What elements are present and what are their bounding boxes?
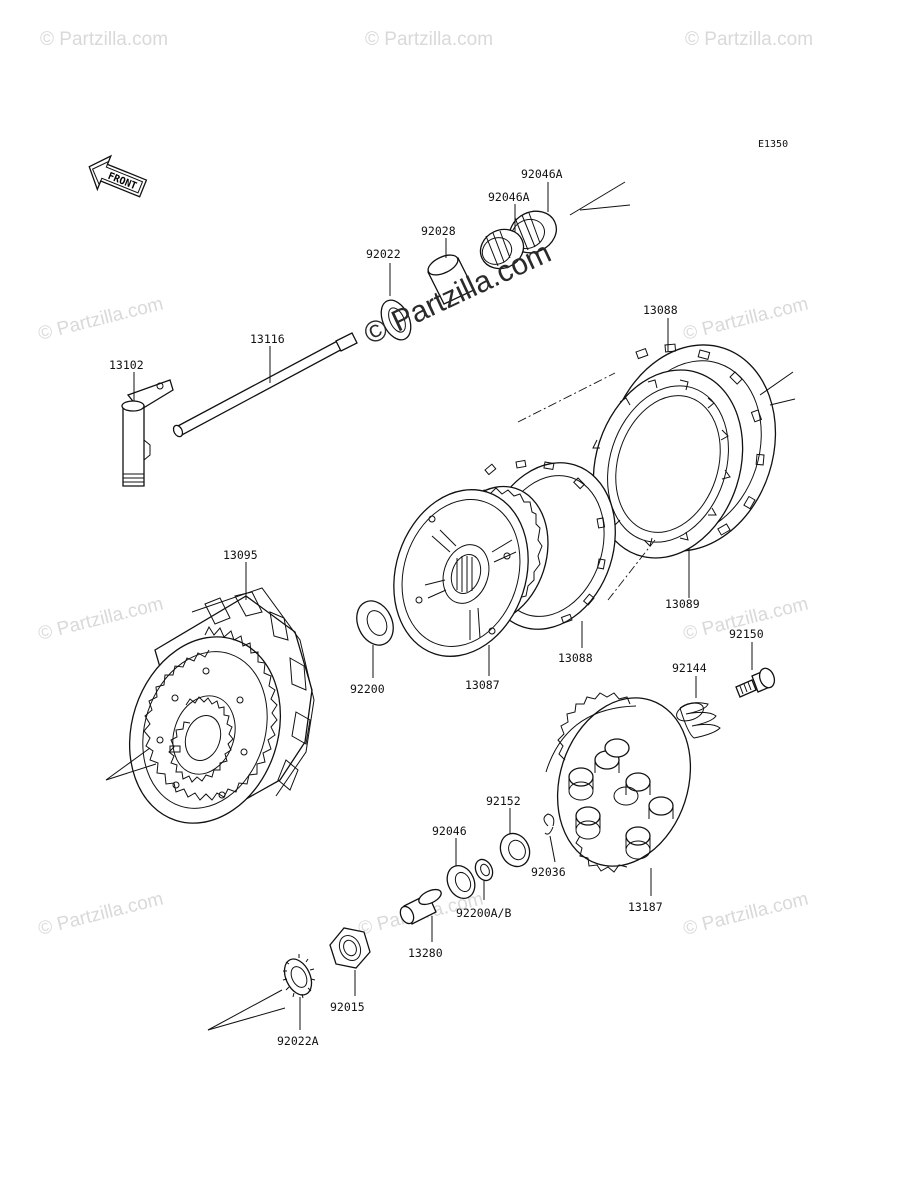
part-label-92152: 92152 — [486, 794, 521, 808]
axis-line — [207, 1007, 286, 1031]
steel-plate-13089 — [592, 369, 744, 559]
axis-line — [579, 204, 631, 211]
part-label-13102: 13102 — [109, 358, 144, 372]
axis-line — [569, 181, 626, 216]
alignment-line — [517, 372, 616, 423]
bearing-92046 — [446, 864, 476, 900]
leader-line — [549, 835, 556, 863]
part-label-92015: 92015 — [330, 1000, 365, 1014]
part-label-92022: 92022 — [366, 247, 401, 261]
watermark: © Partzilla.com — [681, 294, 810, 345]
release-shaft-13102 — [121, 379, 174, 487]
spring-92144 — [676, 702, 721, 739]
part-label-92046A-mid: 92046A — [488, 190, 530, 204]
part-label-92028: 92028 — [421, 224, 456, 238]
part-label-13087: 13087 — [465, 678, 500, 692]
watermark: © Partzilla.com — [40, 29, 168, 50]
axis-line — [105, 763, 157, 781]
watermark: © Partzilla.com — [36, 594, 165, 645]
collar-92152 — [499, 832, 531, 868]
push-rod-13116 — [172, 332, 358, 438]
watermark: © Partzilla.com — [681, 889, 810, 940]
part-label-92200: 92200 — [350, 682, 385, 696]
washer-92200AB — [474, 858, 494, 882]
part-label-13095: 13095 — [223, 548, 258, 562]
sleeve-92028 — [427, 254, 475, 305]
diagram-code: E1350 — [758, 139, 788, 150]
spacer-13280 — [399, 888, 442, 925]
pressure-plate-13187 — [545, 692, 692, 873]
clutch-housing-13095 — [128, 587, 315, 824]
thrust-washer-92200 — [356, 600, 394, 646]
circlip-92036 — [543, 813, 555, 835]
watermark: © Partzilla.com — [36, 889, 165, 940]
lock-washer-92022A — [282, 954, 316, 999]
part-label-92200AB: 92200A/B — [456, 906, 511, 920]
axis-line — [105, 747, 151, 781]
part-label-92046A-top: 92046A — [521, 167, 563, 181]
alignment-line — [607, 539, 656, 601]
part-label-13088-mid: 13088 — [558, 651, 593, 665]
axis-line — [759, 371, 794, 396]
part-label-92046: 92046 — [432, 824, 467, 838]
axis-line — [769, 398, 796, 406]
washer-92022 — [380, 299, 412, 341]
part-label-13280: 13280 — [408, 946, 443, 960]
part-label-13089: 13089 — [665, 597, 700, 611]
part-label-92022A: 92022A — [277, 1034, 319, 1048]
part-label-13088-top: 13088 — [643, 303, 678, 317]
front-arrow-icon: FRONT — [88, 154, 148, 198]
axis-line — [207, 989, 283, 1031]
part-label-92036: 92036 — [531, 865, 566, 879]
part-label-92144: 92144 — [672, 661, 707, 675]
watermark: © Partzilla.com — [685, 29, 813, 50]
bolt-92150 — [735, 667, 776, 698]
clutch-hub-13087 — [393, 485, 549, 657]
watermark: © Partzilla.com — [36, 294, 165, 345]
part-label-92150: 92150 — [729, 627, 764, 641]
part-label-13187: 13187 — [628, 900, 663, 914]
nut-92015 — [329, 927, 371, 969]
part-label-13116: 13116 — [250, 332, 285, 346]
watermark: © Partzilla.com — [365, 29, 493, 50]
needle-bearing-92046A-mid — [479, 228, 525, 270]
